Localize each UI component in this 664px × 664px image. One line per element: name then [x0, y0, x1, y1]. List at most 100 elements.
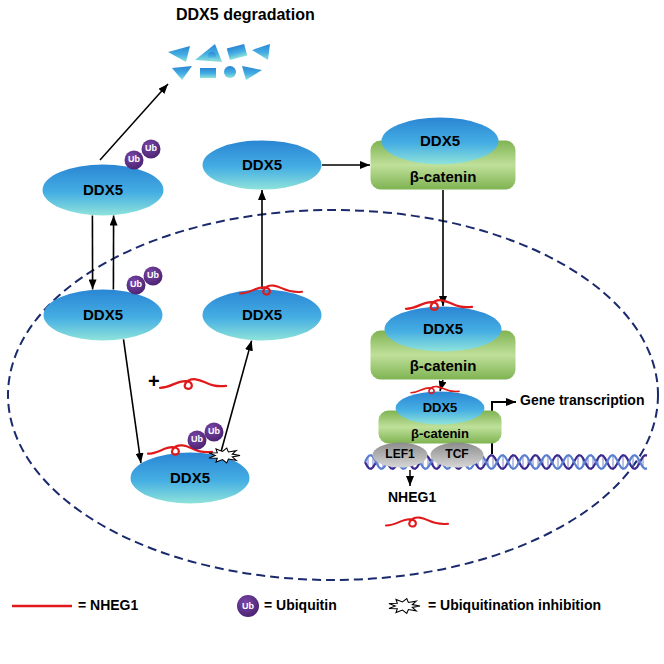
shape-fill — [142, 140, 161, 159]
node-label: β-catenin — [411, 427, 469, 441]
ubiquitin-circle: Ub — [204, 422, 224, 442]
node-text: DDX5 — [202, 289, 322, 341]
protein-ellipse: DDX5 — [43, 289, 163, 341]
shape-fill — [188, 431, 207, 450]
nheg1-rna — [240, 286, 302, 295]
node-label: TCF — [445, 448, 468, 461]
protein-ellipse: DDX5 — [202, 140, 322, 190]
node-label: DDX5 — [83, 307, 123, 324]
protein-ellipse: DDX5 — [384, 306, 502, 352]
node-text: Ub — [204, 422, 224, 442]
node-label: DDX5 — [423, 321, 463, 338]
degradation-arrow — [100, 84, 168, 160]
node-label: DDX5 — [423, 401, 458, 415]
node-text: DDX5 — [42, 164, 164, 216]
shape-fill — [431, 443, 484, 468]
node-text: DDX5 — [130, 452, 250, 504]
dna-rung — [503, 455, 504, 469]
arrow-connector — [113, 216, 115, 290]
node-label: Ub — [191, 435, 203, 445]
inhibition-mark — [209, 448, 240, 463]
arrow-connector — [220, 341, 252, 456]
protein-ellipse: DDX5 — [202, 289, 322, 341]
legend-sample-inhibition — [389, 599, 420, 614]
node-label: Ub — [128, 155, 140, 165]
ubiquitin-circle: Ub — [143, 266, 163, 286]
dna-rung — [613, 455, 614, 469]
node-text: DDX5 — [381, 117, 499, 165]
shape-fill — [371, 141, 516, 190]
node-text: DDX5 — [395, 391, 485, 425]
node-label: β-catenin — [410, 358, 477, 375]
shape-fill — [385, 307, 502, 352]
node-text: DDX5 — [202, 140, 322, 190]
annotation-label: + — [148, 370, 160, 393]
protein-ellipse: DDX5 — [395, 391, 485, 425]
ubiquitin-circle: Ub — [124, 150, 144, 170]
arrow-connector — [322, 164, 370, 166]
nheg1-rna — [386, 518, 448, 527]
ubiquitin-circle: Ub — [126, 275, 146, 295]
node-label: DDX5 — [83, 182, 123, 199]
nheg1-rna — [411, 387, 459, 394]
node-label: DDX5 — [242, 307, 282, 324]
arrow-connector — [442, 190, 444, 306]
ubiquitin-circle: Ub — [187, 430, 207, 450]
legend-sample-line — [12, 605, 72, 607]
nheg1-rna — [406, 300, 472, 310]
node-text: Ub — [124, 150, 144, 170]
node-label: β-catenin — [410, 169, 477, 186]
node-text: Ub — [126, 275, 146, 295]
node-label: DDX5 — [242, 157, 282, 174]
protein-ellipse: DDX5 — [42, 164, 164, 216]
dna-rung — [558, 455, 559, 469]
shape-fill — [371, 331, 516, 380]
shape-fill — [127, 276, 146, 295]
legend-text: = Ubiquitin — [264, 597, 337, 613]
shape-fill — [203, 141, 322, 190]
node-text: DDX5 — [384, 306, 502, 352]
annotation-label: Gene transcription — [520, 392, 644, 408]
ubiquitin-circle: Ub — [141, 139, 161, 159]
product-arrow — [409, 470, 411, 486]
node-label: Ub — [208, 427, 220, 437]
node-label: DDX5 — [420, 133, 460, 150]
shape-fill — [44, 290, 163, 341]
arrow-connector — [261, 190, 263, 289]
shape-fill — [382, 118, 499, 165]
shape-fill — [205, 423, 224, 442]
shape-fill — [373, 443, 428, 468]
arrow-connector — [440, 380, 443, 391]
node-text: DDX5 — [43, 289, 163, 341]
node-text: Ub — [143, 266, 163, 286]
node-text: Ub — [187, 430, 207, 450]
dna-rung — [623, 455, 624, 469]
node-text: Ub — [141, 139, 161, 159]
dna-rung — [568, 455, 569, 469]
node-text: TCF — [430, 442, 484, 468]
nucleus-outline — [8, 210, 658, 580]
node-label: Ub — [147, 271, 159, 281]
node-text: LEF1 — [372, 442, 428, 468]
annotation-label: DDX5 degradation — [176, 6, 315, 24]
shape-fill — [131, 453, 250, 504]
shape-fill — [125, 151, 144, 170]
node-label: LEF1 — [385, 448, 414, 461]
shape-fill — [144, 267, 163, 286]
factor-ellipse: LEF1 — [372, 442, 428, 468]
factor-ellipse: TCF — [430, 442, 484, 468]
annotation-label: NHEG1 — [388, 489, 436, 505]
nheg1-rna — [160, 379, 226, 389]
protein-ellipse: DDX5 — [130, 452, 250, 504]
shape-fill — [396, 392, 485, 425]
shape-fill — [43, 165, 164, 216]
arrow-connector — [124, 339, 141, 463]
legend-text: = NHEG1 — [78, 597, 138, 613]
shape-fill — [203, 290, 322, 341]
protein-ellipse: DDX5 — [381, 117, 499, 165]
degraded-fragments — [168, 44, 270, 80]
node-label: DDX5 — [170, 470, 210, 487]
node-label: Ub — [130, 280, 142, 290]
